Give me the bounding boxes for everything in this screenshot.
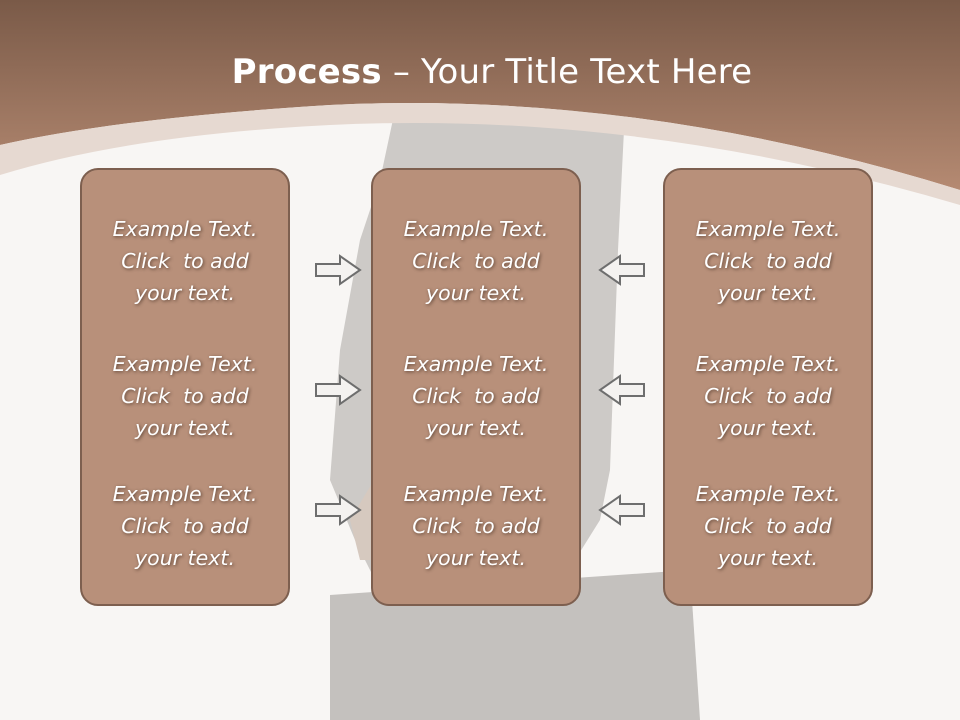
- arrow-right-icon: [315, 494, 362, 526]
- arrow-right-icon: [315, 254, 362, 286]
- text-line: your text.: [135, 416, 235, 440]
- text-block: Example Text. Click to add your text.: [665, 348, 871, 444]
- arrow-right-icon: [315, 374, 362, 406]
- text-line: your text.: [718, 546, 818, 570]
- text-block: Example Text. Click to add your text.: [665, 478, 871, 574]
- text-line: Example Text.: [695, 482, 841, 506]
- text-line: Click to add: [412, 249, 540, 273]
- text-line: Click to add: [121, 514, 249, 538]
- text-line: Click to add: [412, 514, 540, 538]
- text-line: Example Text.: [112, 482, 258, 506]
- text-line: Example Text.: [403, 352, 549, 376]
- text-block: Example Text. Click to add your text.: [665, 213, 871, 309]
- process-box-left: Example Text. Click to add your text. Exam…: [80, 168, 290, 606]
- text-line: your text.: [718, 281, 818, 305]
- text-line: your text.: [426, 416, 526, 440]
- text-line: Example Text.: [695, 217, 841, 241]
- text-line: Click to add: [704, 514, 832, 538]
- text-line: Click to add: [121, 384, 249, 408]
- text-line: Example Text.: [403, 217, 549, 241]
- text-line: Click to add: [121, 249, 249, 273]
- text-block: Example Text. Click to add your text.: [373, 478, 579, 574]
- process-box-center: Example Text. Click to add your text. Exam…: [371, 168, 581, 606]
- arrow-left-icon: [598, 254, 645, 286]
- slide-title: Process – Your Title Text Here: [0, 52, 960, 92]
- text-line: Example Text.: [112, 217, 258, 241]
- text-line: your text.: [426, 546, 526, 570]
- text-line: Example Text.: [112, 352, 258, 376]
- header-swoosh: [0, 103, 960, 205]
- process-box-right: Example Text. Click to add your text. Exam…: [663, 168, 873, 606]
- text-line: your text.: [718, 416, 818, 440]
- text-line: Click to add: [412, 384, 540, 408]
- text-block: Example Text. Click to add your text.: [82, 348, 288, 444]
- text-block: Example Text. Click to add your text.: [82, 478, 288, 574]
- text-line: your text.: [135, 281, 235, 305]
- text-line: Click to add: [704, 249, 832, 273]
- arrow-left-icon: [598, 374, 645, 406]
- title-rest: Your Title Text Here: [421, 52, 753, 92]
- title-bold: Process: [231, 52, 382, 92]
- text-line: Example Text.: [695, 352, 841, 376]
- text-line: your text.: [135, 546, 235, 570]
- arrow-left-icon: [598, 494, 645, 526]
- title-dash: –: [381, 52, 422, 92]
- text-line: Click to add: [704, 384, 832, 408]
- text-block: Example Text. Click to add your text.: [373, 213, 579, 309]
- text-block: Example Text. Click to add your text.: [82, 213, 288, 309]
- text-block: Example Text. Click to add your text.: [373, 348, 579, 444]
- text-line: Example Text.: [403, 482, 549, 506]
- header-band: [0, 0, 960, 190]
- text-line: your text.: [426, 281, 526, 305]
